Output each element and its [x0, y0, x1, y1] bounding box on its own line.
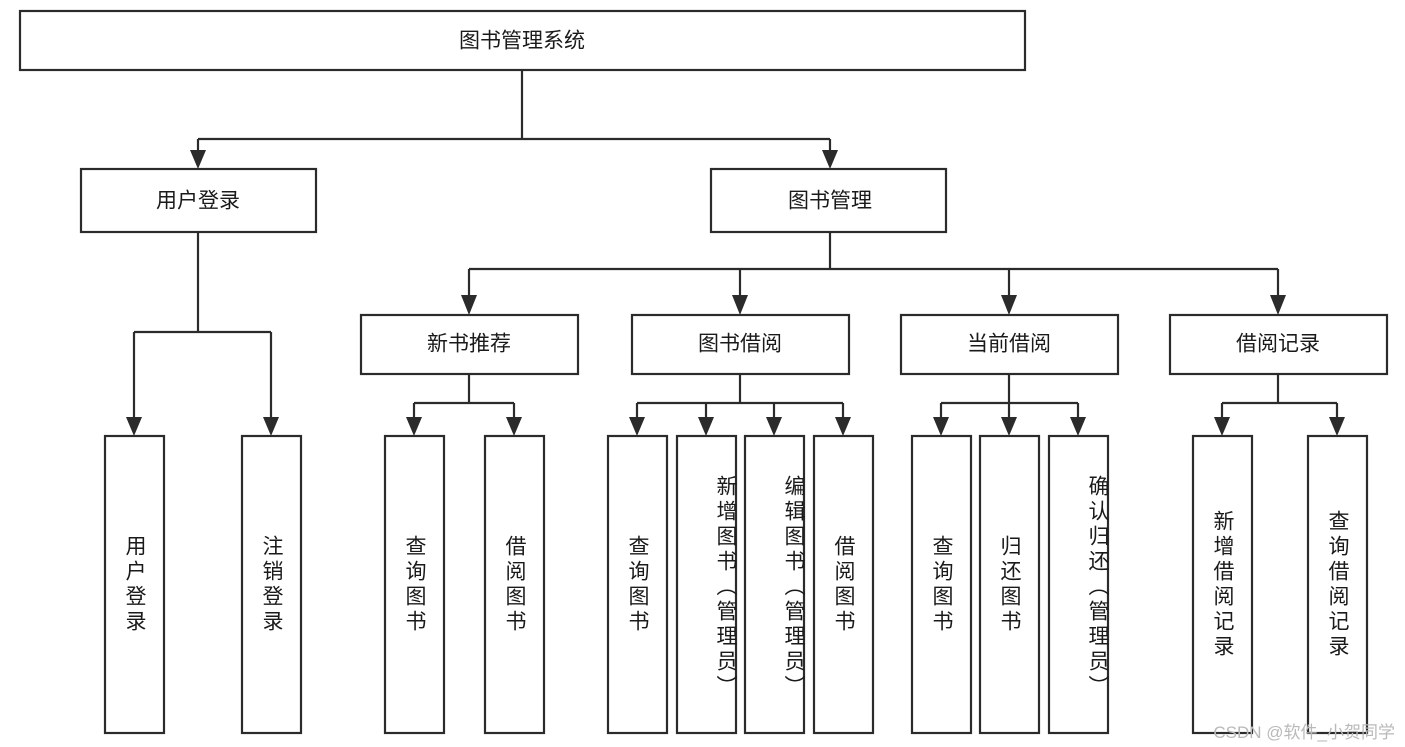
arrow-br-leaf1	[1214, 417, 1230, 436]
arrow-cb-leaf1	[933, 417, 949, 436]
node-user-login-box[interactable]	[79, 167, 318, 234]
node-leaf-cb-return-box[interactable]	[978, 434, 1041, 735]
arrow-to-user-login	[190, 150, 206, 169]
csdn-watermark: CSDN @软件_小贺同学	[1213, 723, 1395, 742]
arrow-to-leaf-logout	[263, 417, 279, 436]
node-leaf-bb-add-box[interactable]	[675, 434, 738, 735]
node-leaf-bb-edit-box[interactable]	[743, 434, 806, 735]
arrow-to-leaf-user-login	[126, 417, 142, 436]
node-leaf-cb-query-box[interactable]	[910, 434, 973, 735]
node-book-manage-box[interactable]	[709, 167, 948, 234]
node-current-borrow-label: 当前借阅	[967, 333, 1051, 356]
node-book-borrow-label: 图书借阅	[698, 333, 782, 356]
arrow-nbr-leaf2	[506, 417, 522, 436]
nodes-group: 图书管理系统 用户登录 图书管理 新书推荐 图书借阅 当前借阅 借阅记录	[18, 9, 1389, 735]
node-current-borrow-box[interactable]	[899, 313, 1120, 376]
node-book-borrow-box[interactable]	[630, 313, 851, 376]
node-leaf-nbr-borrow-box[interactable]	[483, 434, 546, 735]
node-borrow-record-box[interactable]	[1168, 313, 1389, 376]
node-root-label: 图书管理系统	[459, 30, 585, 53]
node-new-book-recommend-box[interactable]	[359, 313, 580, 376]
arrow-bb-leaf3	[766, 417, 782, 436]
node-leaf-br-add-box[interactable]	[1191, 434, 1254, 735]
node-leaf-br-query-box[interactable]	[1306, 434, 1369, 735]
arrow-to-current-borrow	[1001, 295, 1017, 315]
arrow-to-book-manage	[822, 150, 838, 169]
arrow-bb-leaf1	[629, 417, 645, 436]
node-leaf-cb-confirm-box[interactable]	[1047, 434, 1110, 735]
arrow-nbr-leaf1	[406, 417, 422, 436]
node-user-login-label: 用户登录	[156, 190, 240, 213]
node-leaf-nbr-query-box[interactable]	[383, 434, 446, 735]
arrow-to-borrow-record	[1270, 295, 1286, 315]
node-book-manage-label: 图书管理	[788, 190, 872, 213]
node-new-book-recommend-label: 新书推荐	[427, 333, 511, 356]
arrow-cb-leaf2	[1001, 417, 1017, 436]
node-leaf-user-login-box[interactable]	[103, 434, 166, 735]
arrow-to-book-borrow	[732, 295, 748, 315]
edges-group	[126, 70, 1345, 436]
arrow-to-new-book-recommend	[461, 295, 477, 315]
arrow-cb-leaf3	[1070, 417, 1086, 436]
arrow-br-leaf2	[1329, 417, 1345, 436]
arrow-bb-leaf2	[698, 417, 714, 436]
arrow-bb-leaf4	[835, 417, 851, 436]
node-borrow-record-label: 借阅记录	[1236, 333, 1320, 356]
node-leaf-logout-box[interactable]	[240, 434, 303, 735]
node-leaf-bb-borrow-box[interactable]	[812, 434, 875, 735]
node-leaf-bb-query-box[interactable]	[606, 434, 669, 735]
node-root-box[interactable]	[18, 9, 1027, 72]
